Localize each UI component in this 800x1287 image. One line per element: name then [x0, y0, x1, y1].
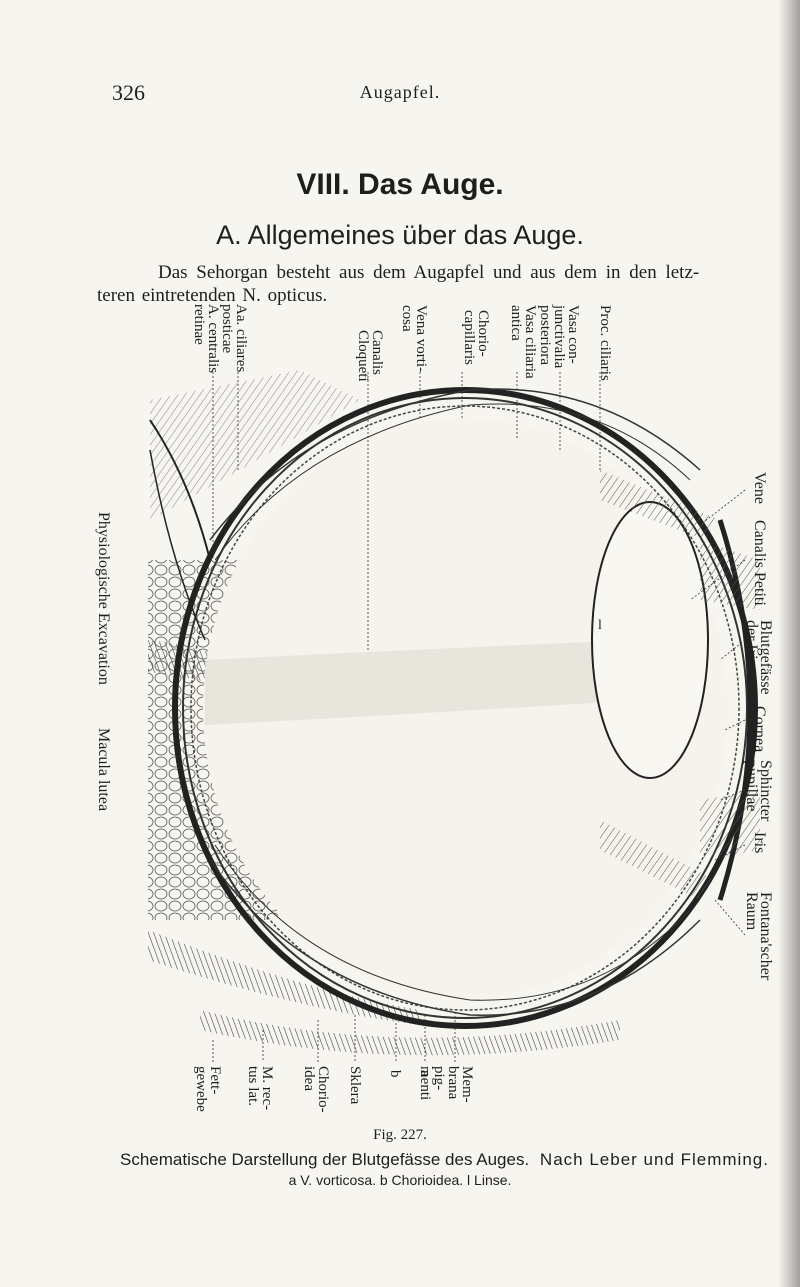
figure-caption: Schematische Darstellung der Blutgefässe… [120, 1150, 769, 1170]
figure-number: Fig. 227. [373, 1127, 427, 1143]
caption-source: Nach Leber und Flemming. [539, 1150, 769, 1169]
label-sklera: Sklera [347, 1066, 363, 1105]
lower-vessel-2 [214, 844, 691, 1001]
label-iris: Iris [751, 832, 768, 854]
top-leader-lines [212, 372, 601, 650]
iris-upper [700, 540, 760, 610]
section-title: A. Allgemeines über das Auge. [216, 220, 584, 250]
caption-keys: a V. vorticosa. b Chorioidea. l Linse. [288, 1172, 512, 1188]
sclera-outline [172, 387, 758, 1029]
page-edge-shadow [778, 0, 800, 1287]
canalis-cloqueti-band [205, 640, 640, 725]
label-blutgefaesse-der-iris: Blutgefässe der Iris [743, 620, 774, 695]
label-fettgewebe: Fett- gewebe [193, 1066, 223, 1112]
label-canalis-cloqueti: Canalis Cloqueti [355, 330, 385, 382]
label-b: b [387, 1070, 403, 1078]
upper-vessel-2 [214, 403, 691, 561]
label-choriocapillaris: Chorio- capillaris [461, 310, 491, 365]
label-fontana-scher-raum: Fontana'scher Raum [743, 892, 774, 981]
central-artery-path [149, 449, 206, 641]
rectus-lat-muscle [200, 1010, 620, 1056]
caption-main: Schematische Darstellung der Blutgefässe… [120, 1150, 530, 1169]
label-vena-vorticosa: Vena vorti- cosa [399, 305, 429, 373]
right-leader-lines [689, 489, 746, 936]
optic-nerve-bundle [150, 370, 360, 520]
choroid-outline [182, 397, 748, 1019]
label-macula-lutea: Macula lutea [95, 728, 112, 812]
chapter-title: VIII. Das Auge. [296, 168, 504, 201]
label-a-centralis-retinae: A. centralis retinae [191, 304, 221, 374]
running-head: Augapfel. [359, 82, 441, 102]
intro-text-line-1: Das Sehorgan besteht aus dem Augapfel un… [158, 262, 700, 283]
lens [591, 501, 709, 779]
ciliary-body-lower [600, 820, 715, 900]
page-number: 326 [112, 80, 145, 105]
label-membrana-pigmenti: Mem- brana pig- menti [417, 1066, 475, 1103]
label-physiologische-excavation: Physiologische Excavation [95, 512, 112, 685]
ciliary-body-upper [600, 470, 720, 540]
intro-text-line-2: teren eintretenden N. opticus. [97, 285, 328, 306]
label-chorioidea: Chorio- idea [301, 1066, 331, 1113]
optic-nerve-entry [149, 419, 211, 561]
label-m-rectus-lat: M. rec- tus lat. [245, 1066, 275, 1111]
lower-vessel-1 [209, 859, 701, 1016]
lens-letter-l: l [598, 618, 602, 633]
upper-vessel-1 [209, 388, 701, 541]
label-aa-ciliares-posticae: Aa. ciliares posticae [219, 304, 249, 373]
label-vasa-conjunctivalia-posteriora: Vasa con- junctivalia posteriora [537, 305, 581, 369]
label-canalis-petiti: Canalis Petiti [751, 520, 768, 606]
label-cornea: Cornea [751, 706, 768, 753]
bottom-leader-lines [212, 1012, 456, 1062]
label-vene: Vene [751, 472, 768, 504]
label-proc-ciliaris: Proc. ciliaris [597, 305, 613, 381]
label-vasa-ciliaria-antica: Vasa ciliaria antica [508, 305, 538, 379]
label-sphincter-pupillae: Sphincter pupillae [743, 760, 774, 822]
iris-lower [700, 790, 760, 860]
